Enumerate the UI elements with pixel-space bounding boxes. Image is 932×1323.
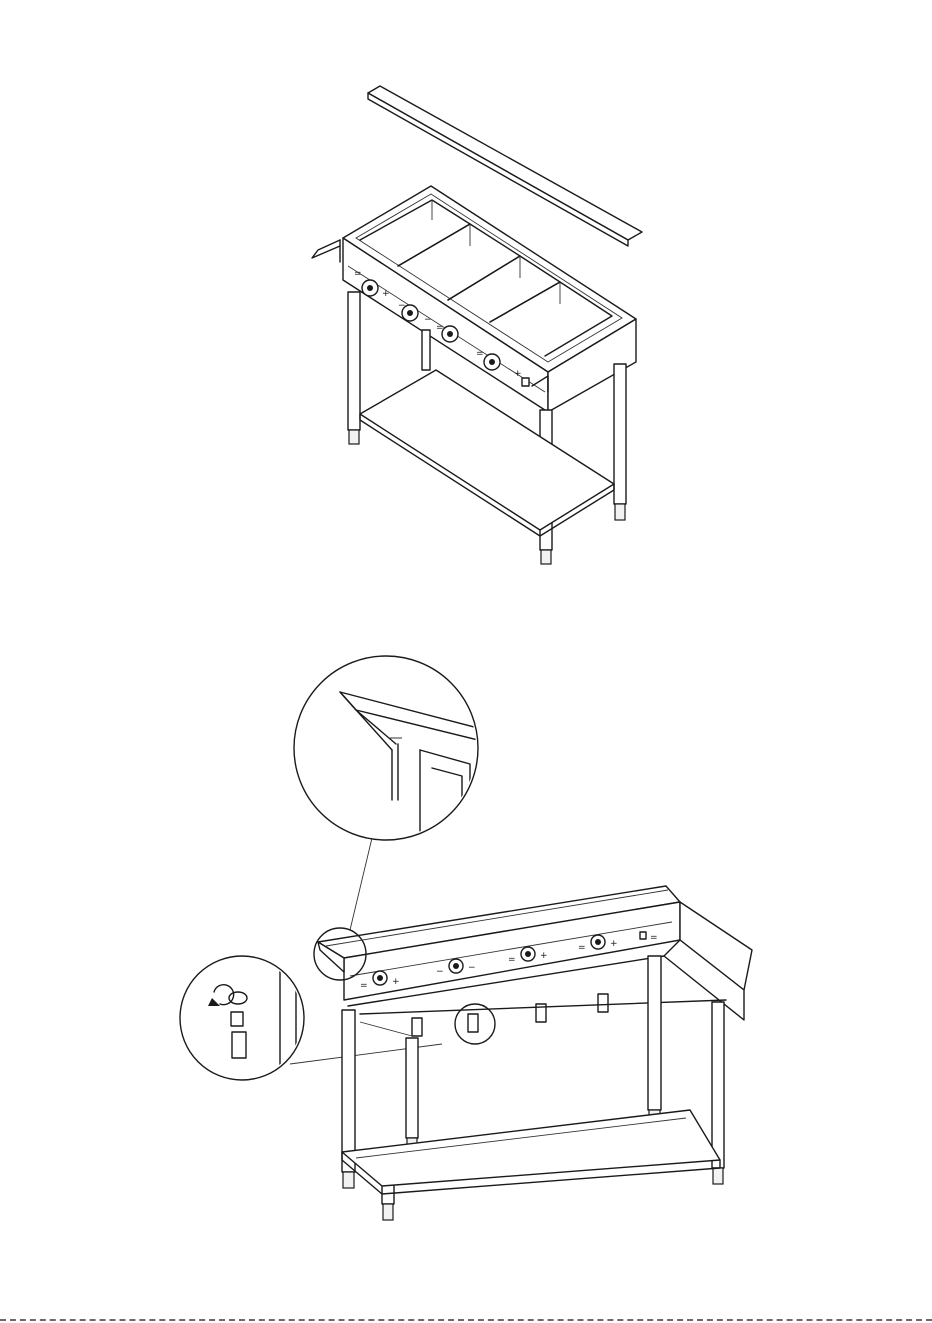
leader-line	[350, 838, 372, 930]
side-bracket-left	[312, 240, 340, 262]
leader-line	[290, 1044, 442, 1064]
knob-mark: +	[540, 951, 548, 961]
knob-mark: +	[610, 939, 618, 949]
power-switch	[640, 932, 646, 939]
knob-mark: −	[398, 301, 406, 311]
knob-3	[442, 326, 458, 342]
knob-mark: =	[508, 955, 516, 965]
knob-mark: =	[578, 943, 586, 953]
knob-3	[521, 947, 535, 961]
knob-mark: −	[468, 963, 476, 973]
knob-mark: =	[360, 981, 368, 991]
detail-callout-bracket	[294, 656, 478, 840]
knob-mark: =	[354, 269, 362, 279]
knob-mark: −	[424, 315, 432, 325]
figure-2-rear-assembly: = + − − = + = + =	[0, 640, 932, 1280]
knob-4	[484, 354, 500, 370]
detail-callout-clip	[180, 956, 304, 1080]
knob-2	[449, 959, 463, 973]
power-switch	[522, 378, 529, 386]
figure-1-exploded-steam-table: = + − − = = +	[0, 0, 932, 600]
knob-mark: =	[436, 323, 444, 333]
knob-mark: +	[392, 977, 400, 987]
knob-mark: =	[476, 349, 484, 359]
knob-mark: =	[650, 933, 658, 943]
underside-clips	[412, 994, 608, 1044]
knob-mark: +	[514, 369, 522, 379]
knob-1	[373, 971, 387, 985]
knob-mark: −	[436, 967, 444, 977]
knob-4	[591, 935, 605, 949]
knob-1	[362, 280, 378, 296]
knob-mark: +	[382, 289, 390, 299]
undershelf	[342, 1110, 720, 1194]
page-bottom-rule	[0, 1319, 932, 1321]
